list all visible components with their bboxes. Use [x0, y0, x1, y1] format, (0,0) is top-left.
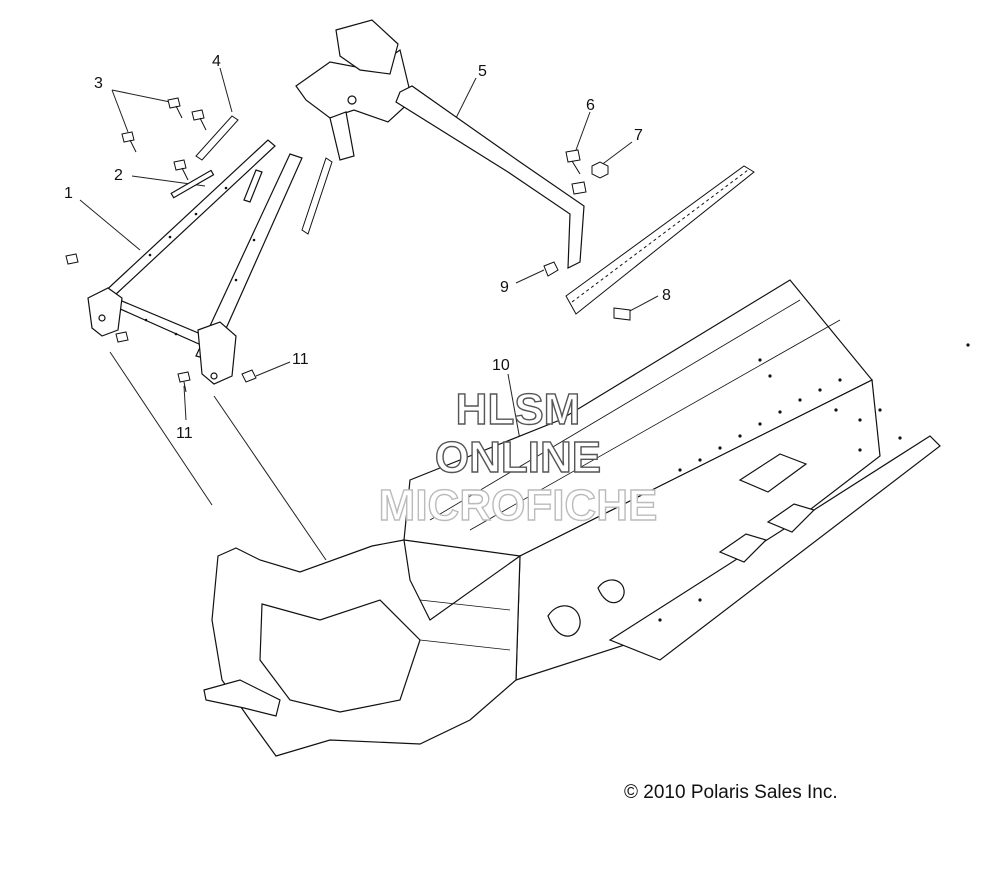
leader-11b	[183, 385, 187, 421]
tube-holes	[144, 186, 256, 336]
callout-9: 9	[500, 279, 509, 296]
leader-6	[575, 111, 591, 151]
bracket-hole-1	[99, 315, 105, 321]
leader-4	[219, 67, 233, 113]
nut-7	[592, 162, 608, 178]
callout-1: 1	[64, 185, 73, 202]
bracket-hole-2	[211, 373, 217, 379]
clip-8	[614, 308, 630, 320]
support-hole	[348, 96, 356, 104]
runner-strip	[566, 166, 754, 314]
leader-long-2	[213, 395, 327, 561]
copyright-notice: © 2010 Polaris Sales Inc.	[624, 782, 838, 803]
running-board	[610, 436, 940, 660]
watermark-line-2: ONLINE	[435, 433, 601, 482]
clip-9	[544, 262, 558, 276]
bolt-11b	[178, 372, 190, 392]
support-tube	[396, 86, 584, 268]
chassis-10	[204, 280, 970, 756]
callout-7: 7	[634, 127, 643, 144]
callout-6: 6	[586, 97, 595, 114]
front-spindle	[204, 680, 280, 716]
bolt-3c	[192, 110, 206, 130]
callout-2: 2	[114, 167, 123, 184]
bolt-6b	[572, 182, 586, 194]
leader-10	[507, 373, 521, 441]
callout-4: 4	[212, 53, 221, 70]
watermark-line-1: HLSM	[456, 385, 581, 434]
tunnel-rivets	[658, 343, 970, 622]
rod-2-small	[171, 170, 213, 197]
leader-3b	[111, 89, 129, 133]
leader-lines	[79, 67, 659, 561]
leader-7	[599, 141, 633, 167]
callout-8: 8	[662, 287, 671, 304]
link-4	[196, 116, 238, 160]
side-plate-holes	[548, 454, 814, 636]
watermark: HLSM ONLINE MICROFICHE	[378, 384, 658, 530]
rod-2	[244, 170, 262, 202]
leader-3a	[111, 89, 171, 103]
leader-11a	[255, 361, 291, 377]
callout-numbers: 1 2 3 4 5 6 7 8 9 10 11 11	[64, 53, 671, 442]
bolt-11a	[242, 370, 256, 382]
support-lower-arm	[330, 112, 354, 160]
bolt-mid	[116, 332, 128, 342]
leader-1	[79, 199, 141, 251]
bracket-left	[88, 288, 122, 336]
bolt-left	[66, 254, 78, 264]
bolt-6	[566, 150, 580, 174]
callout-11b: 11	[176, 425, 193, 442]
support-upper-bracket	[336, 20, 398, 74]
callout-3: 3	[94, 75, 103, 92]
bolt-3b	[122, 132, 136, 152]
link-4b	[302, 158, 332, 234]
leader-9	[515, 269, 545, 284]
leader-8	[627, 295, 659, 313]
leader-5	[455, 77, 477, 119]
front-support-tube-assembly	[88, 140, 302, 384]
callout-11a: 11	[292, 351, 309, 368]
watermark-line-3: MICROFICHE	[379, 481, 658, 530]
bolt-3d	[174, 160, 188, 180]
bulkhead-inner	[260, 600, 420, 712]
steering-support-5	[296, 20, 584, 268]
leader-long-1	[109, 351, 213, 506]
callout-10: 10	[492, 357, 510, 374]
callout-5: 5	[478, 63, 487, 80]
bracket-right	[198, 322, 236, 384]
bolt-3a	[168, 98, 182, 118]
hardware	[66, 98, 630, 392]
